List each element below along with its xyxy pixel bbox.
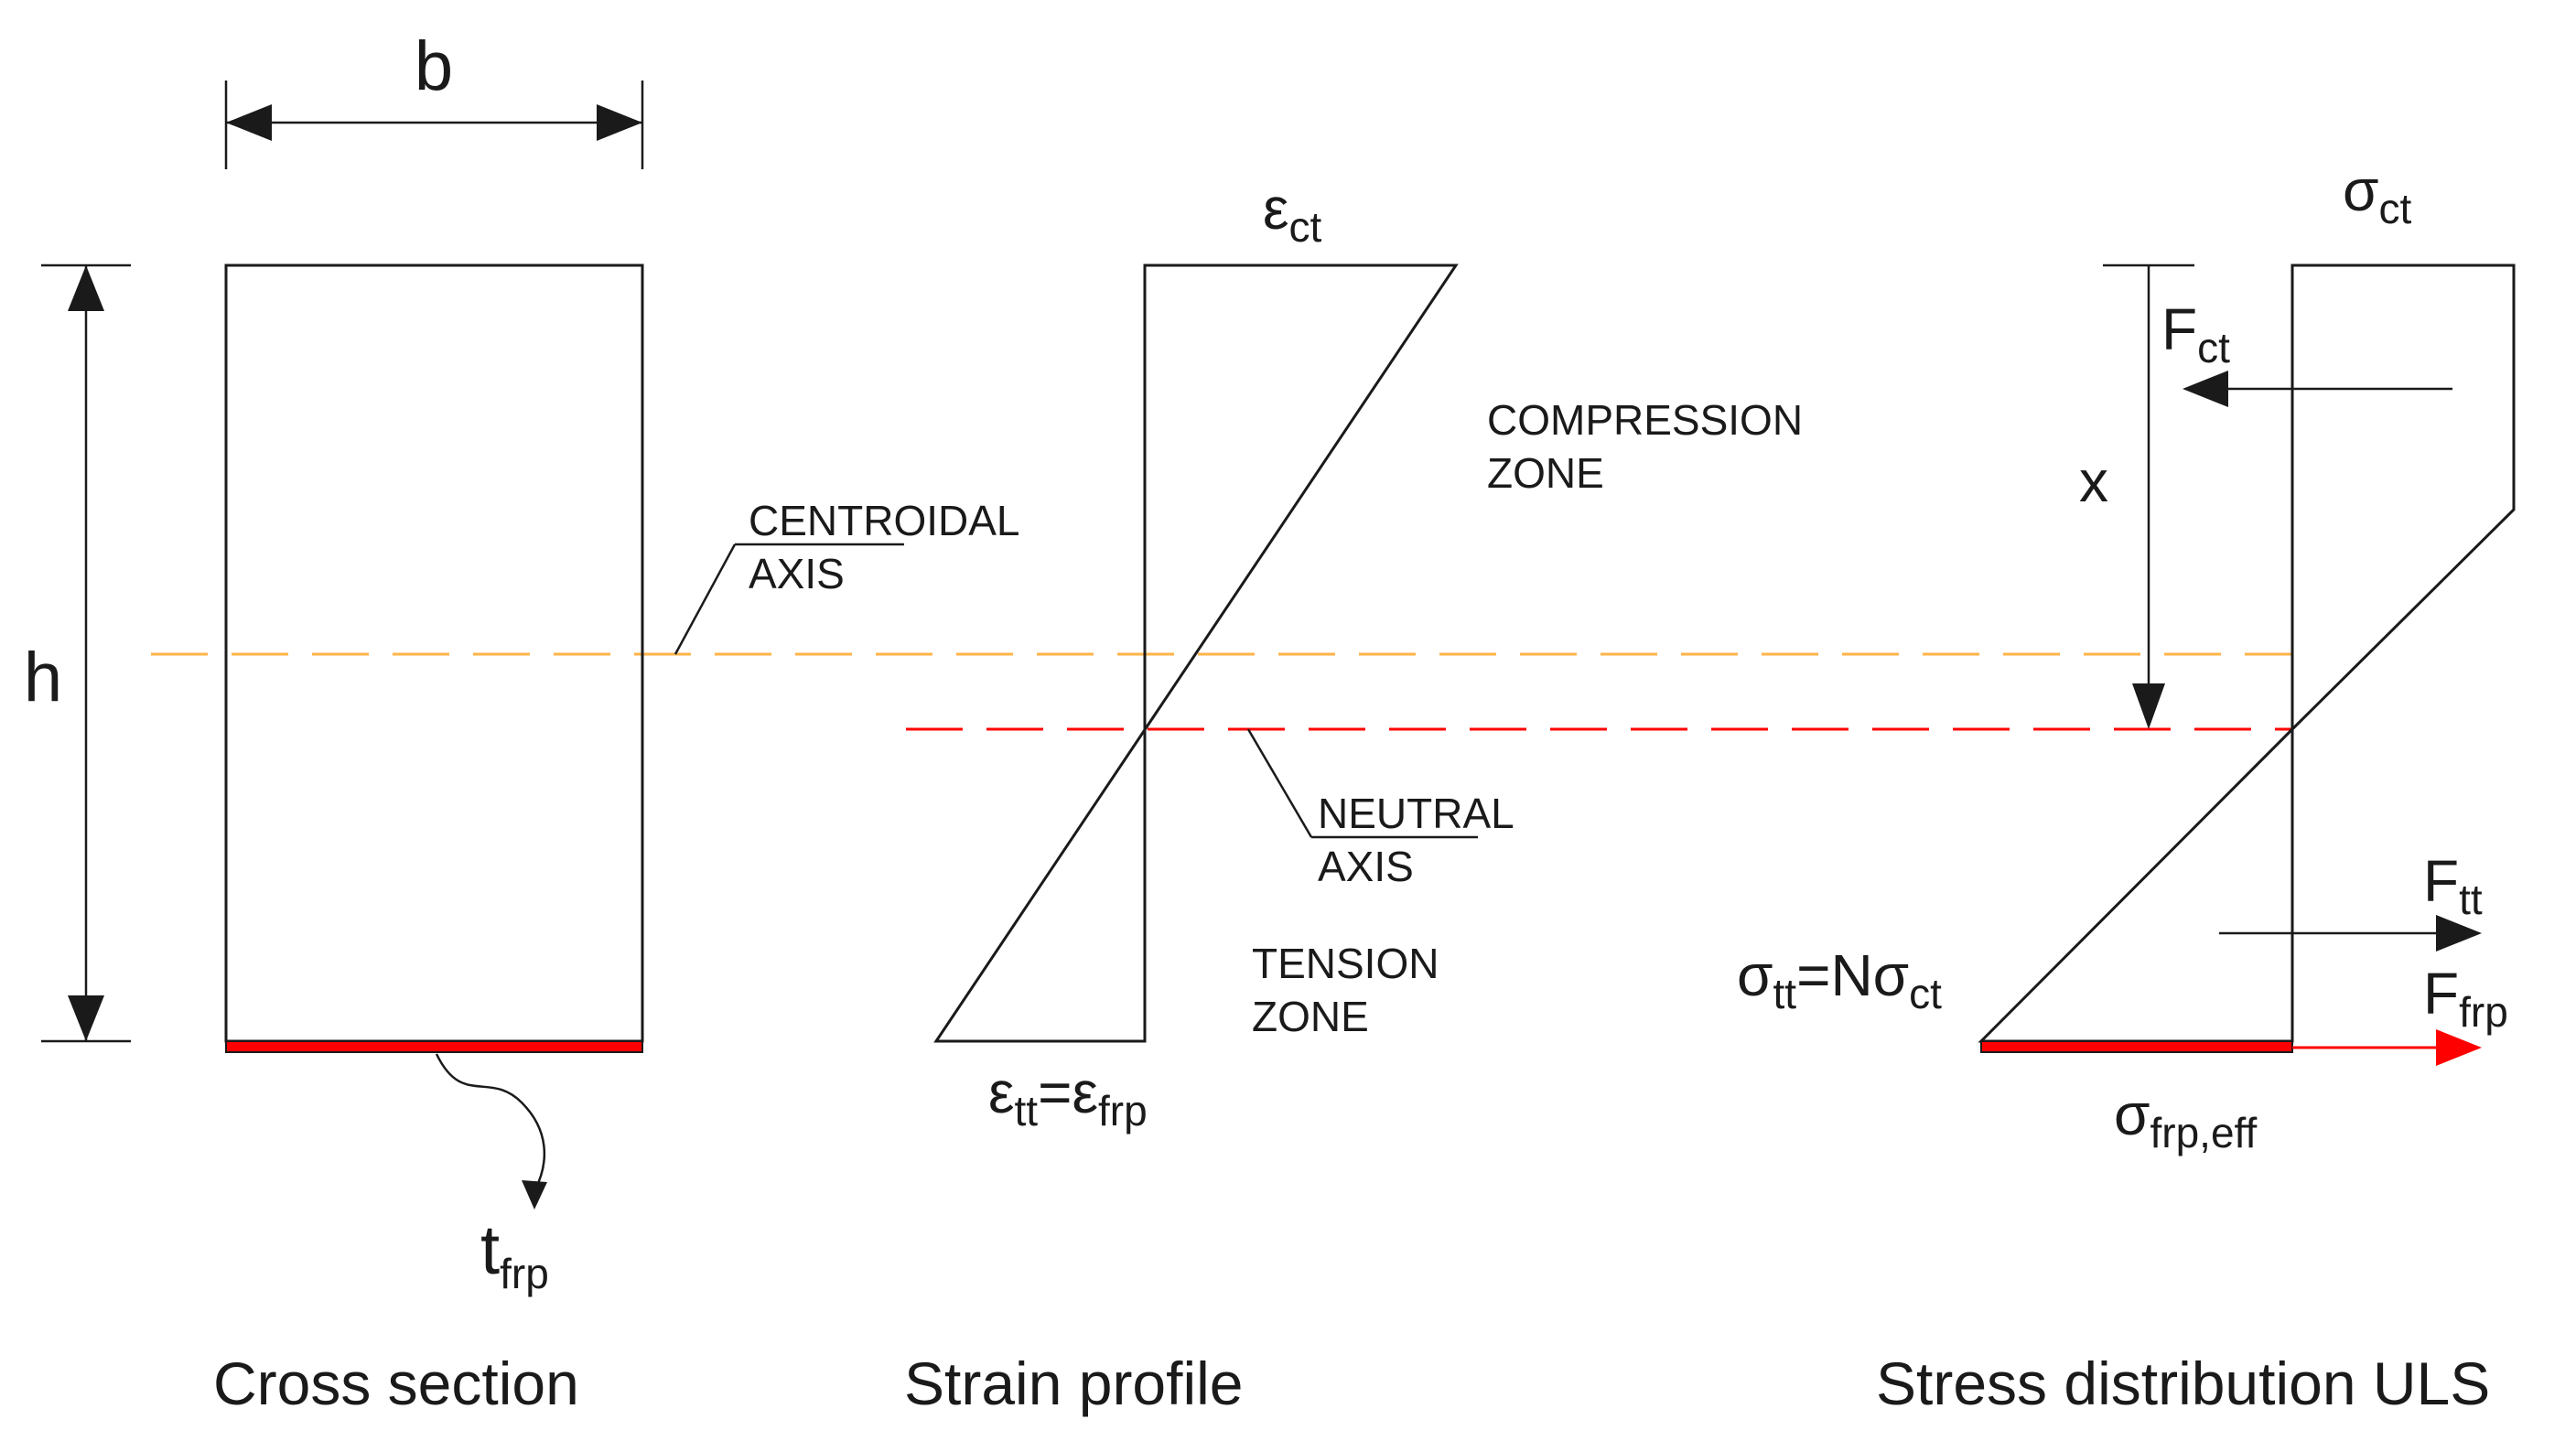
ftt-arrow-icon: [2436, 915, 2482, 952]
sigma-frp-eff-label: σfrp,eff: [2114, 1081, 2257, 1156]
sigma-ct-label: σct: [2343, 157, 2412, 232]
ftt-label: Ftt: [2423, 848, 2483, 923]
eps-ct-label: εct: [1263, 176, 1322, 251]
tfrp-leader-curve: [435, 1053, 545, 1190]
height-arrow-top-icon: [68, 265, 104, 311]
centroidal-axis-label-line2: AXIS: [749, 550, 845, 597]
sigma-tt-label: σtt=Nσct: [1737, 942, 1942, 1017]
tension-zone-label-line1: TENSION: [1252, 940, 1439, 987]
compression-zone-label-line1: COMPRESSION: [1487, 396, 1803, 444]
tfrp-label: tfrp: [480, 1211, 549, 1297]
x-label: x: [2079, 448, 2108, 514]
fct-arrow-icon: [2183, 371, 2228, 407]
x-dimension-arrow-icon: [2132, 683, 2165, 729]
stress-distribution: σct x Fct σtt=Nσct Ftt Ffrp σfrp,ef: [1737, 157, 2516, 1417]
neutral-axis-label-line1: NEUTRAL: [1318, 790, 1514, 837]
tfrp-leader-arrow-icon: [522, 1180, 547, 1210]
strain-profile-caption: Strain profile: [904, 1350, 1244, 1417]
ffrp-arrow-icon: [2436, 1029, 2482, 1066]
fct-label: Fct: [2161, 296, 2230, 371]
height-arrow-bottom-icon: [68, 995, 104, 1041]
neutral-leader: [1246, 728, 1313, 838]
compression-zone-label-line2: ZONE: [1487, 449, 1604, 497]
tension-zone-label-line2: ZONE: [1252, 993, 1369, 1040]
ffrp-label: Ffrp: [2423, 961, 2508, 1036]
frp-stress-strip: [1980, 1040, 2293, 1053]
stress-distribution-caption: Stress distribution ULS: [1876, 1350, 2490, 1417]
height-label: h: [24, 639, 62, 716]
cross-section-caption: Cross section: [213, 1350, 579, 1417]
eps-tt-frp-label: εtt=εfrp: [988, 1059, 1148, 1135]
cross-section: b h tfrp CENTROIDAL AXIS Cross section: [24, 27, 1020, 1417]
frp-strip: [225, 1040, 643, 1053]
centroidal-axis-label-line1: CENTROIDAL: [749, 497, 1019, 544]
width-arrow-left-icon: [226, 104, 272, 141]
width-label: b: [415, 27, 453, 105]
centroidal-leader: [674, 543, 737, 655]
width-arrow-right-icon: [597, 104, 642, 141]
neutral-axis-label-line2: AXIS: [1318, 843, 1414, 890]
strain-profile: εct εtt=εfrp COMPRESSION ZONE TENSION ZO…: [904, 176, 1803, 1417]
